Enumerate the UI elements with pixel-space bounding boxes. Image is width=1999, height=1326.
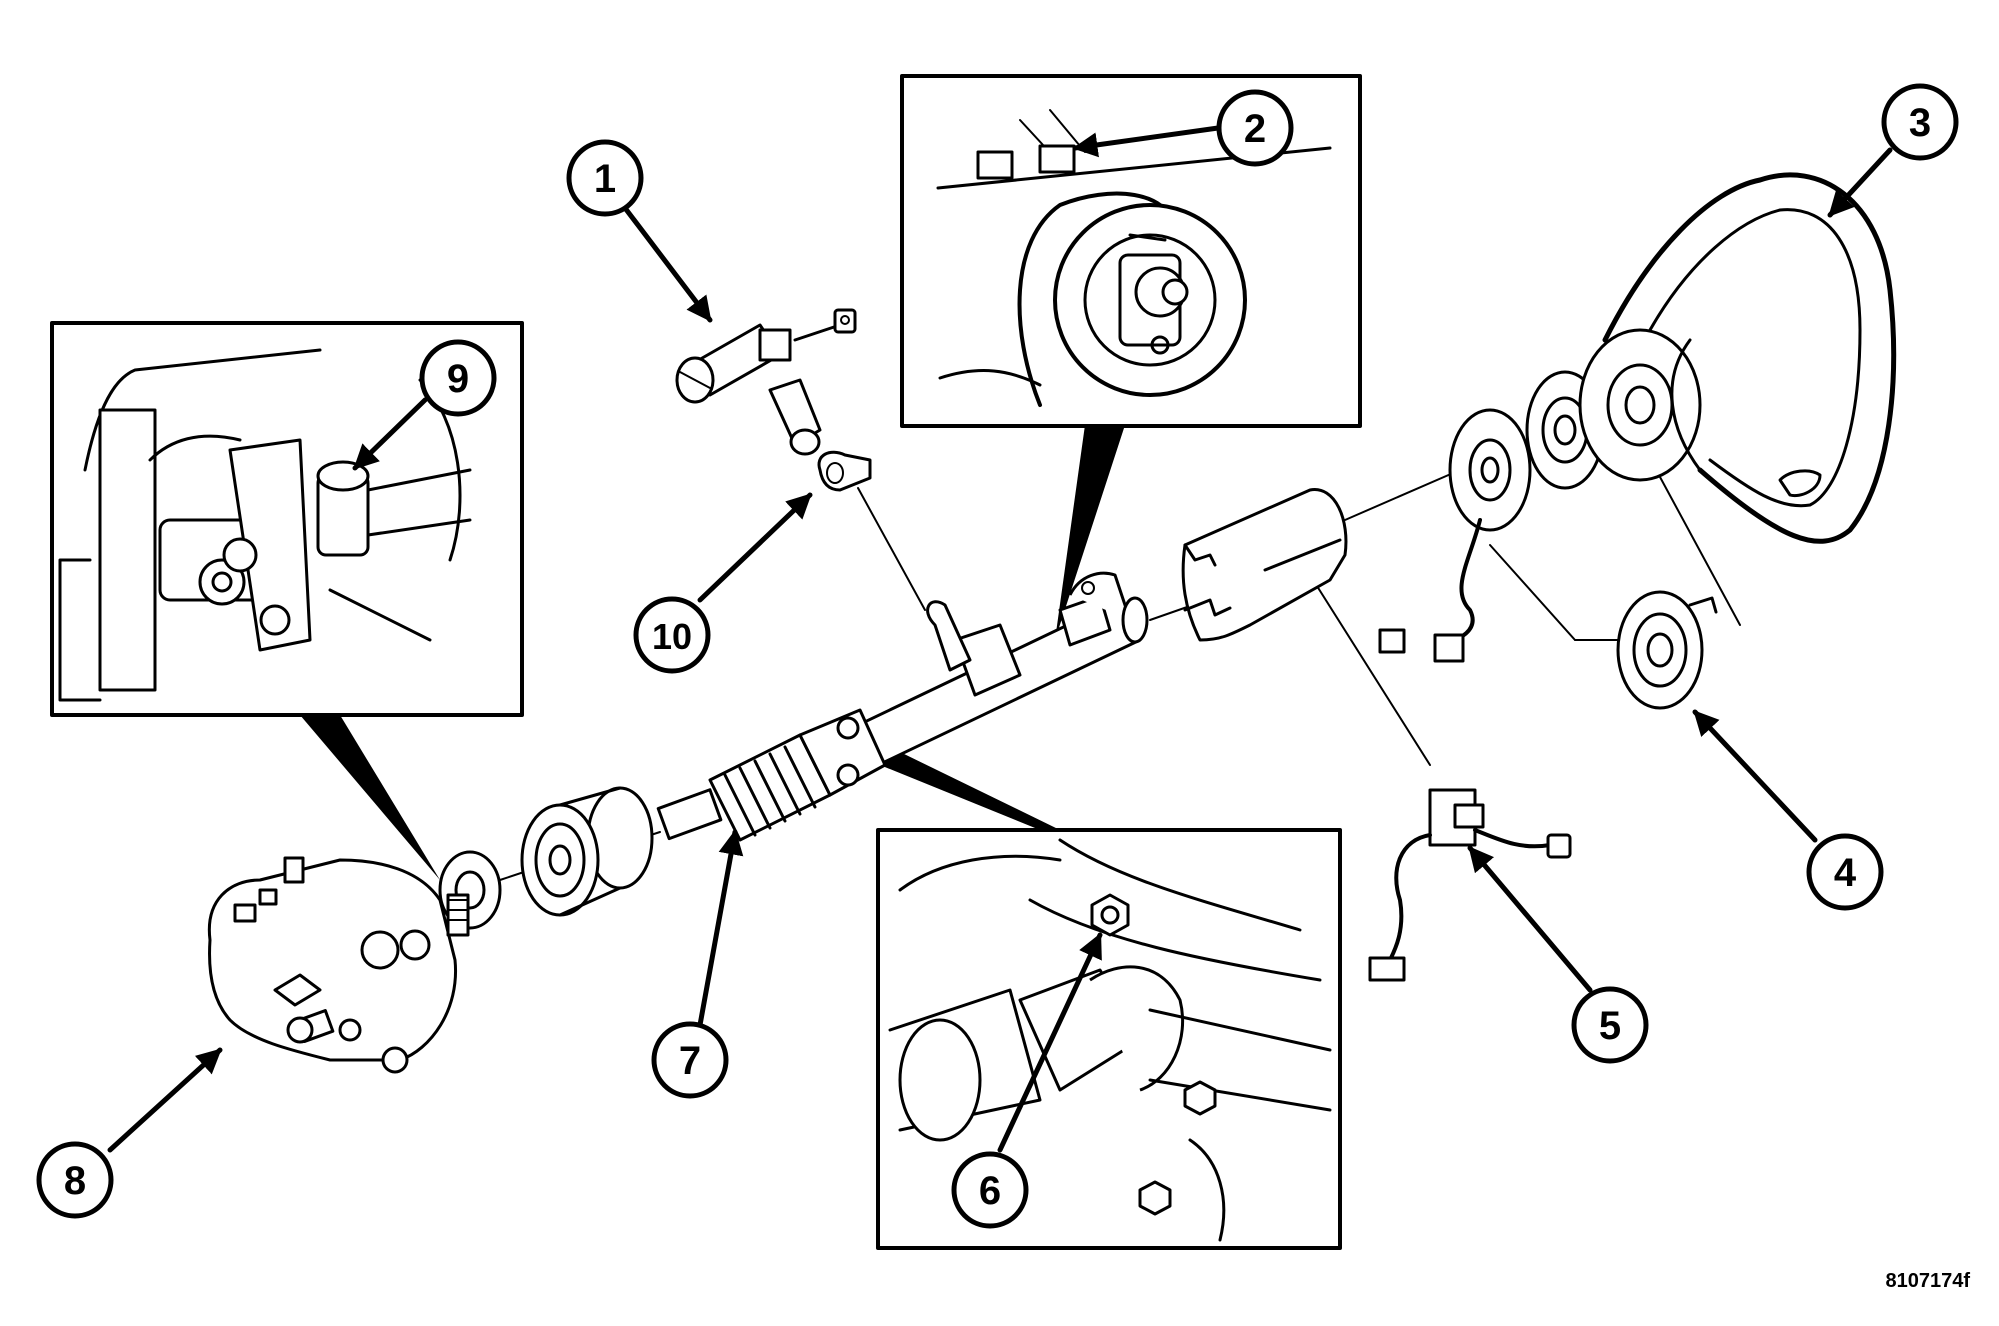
leader-arrow-8 [107,1047,223,1153]
callout-4-label: 4 [1834,851,1857,895]
ignition-lock-cylinder [675,308,857,456]
ignition-bezel [817,450,872,492]
callout-10: 10 [633,596,711,674]
callout-9: 9 [419,339,497,417]
callout-8: 8 [36,1141,114,1219]
figure-id: 8107174f [1885,1270,1970,1292]
inset-upper-mount-pointer [1055,425,1125,640]
callout-9-label: 9 [447,357,469,401]
callout-7: 7 [651,1021,729,1099]
callout-2-label: 2 [1244,107,1266,151]
clockspring [1378,370,1718,710]
steering-wheel [1578,172,1897,544]
intermediate-shaft-bellows [656,708,887,842]
leader-arrow-7 [697,829,744,1028]
leader-arrow-4 [1692,709,1818,843]
callout-1-label: 1 [594,157,616,201]
callout-1: 1 [566,139,644,217]
leader-arrow-10 [697,492,813,603]
multifunction-switch [1368,788,1572,982]
leader-arrow-5 [1467,845,1593,993]
callout-8-label: 8 [64,1159,86,1203]
leader-arrow-9 [352,397,428,471]
leader-arrow-6 [997,932,1103,1153]
leader-arrow-2 [1072,125,1221,158]
column-shroud [1181,488,1348,642]
leader-arrow-1 [622,205,713,323]
steering-gear [207,850,502,1074]
callout-5-label: 5 [1599,1004,1621,1048]
inset-lower-coupler-pointer [300,715,440,880]
callout-6-label: 6 [979,1169,1001,1213]
callout-4: 4 [1806,833,1884,911]
callout-2: 2 [1216,89,1294,167]
inset-mounting-nut-pointer [880,752,1060,830]
callout-5: 5 [1571,986,1649,1064]
callout-3-label: 3 [1909,101,1931,145]
callout-10-label: 10 [652,616,692,657]
leader-arrow-3 [1827,147,1893,218]
callout-3: 3 [1881,83,1959,161]
callout-7-label: 7 [679,1039,701,1083]
leader-arrows [107,125,1893,1153]
inset-mounting-nut [876,752,1342,1250]
callout-6: 6 [951,1151,1029,1229]
rubber-coupler [520,786,654,917]
